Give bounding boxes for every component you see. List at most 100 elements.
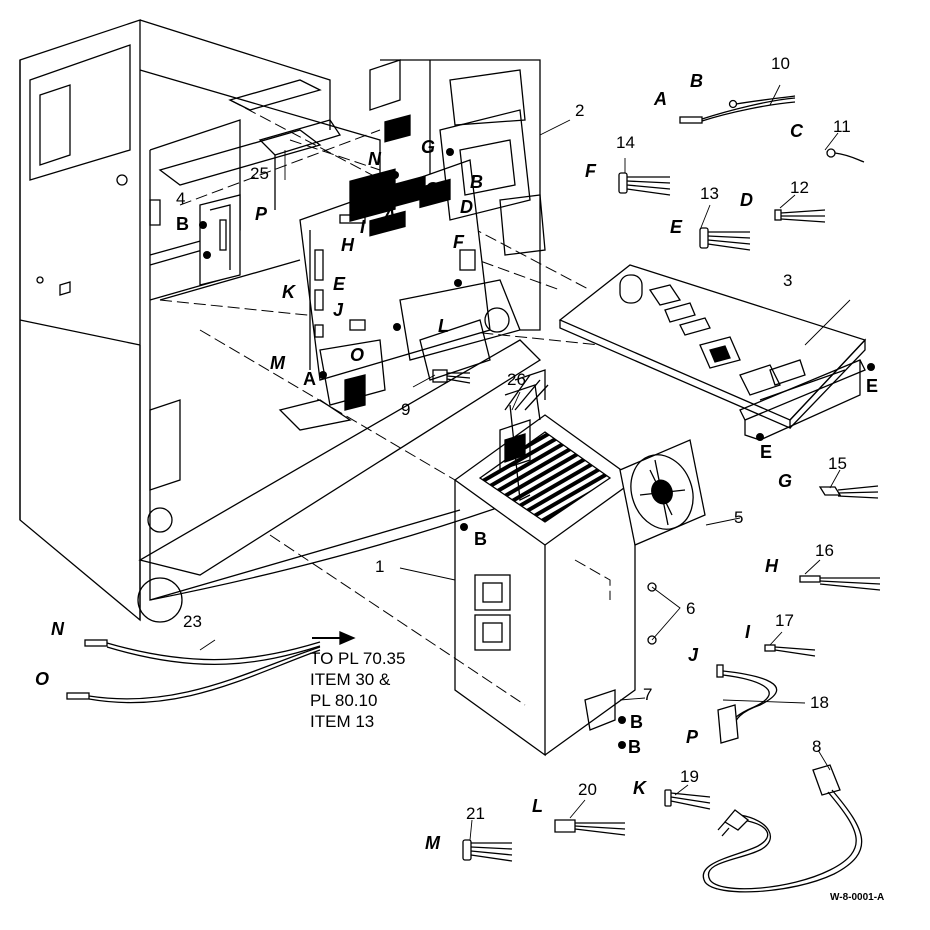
leader-lines [199, 84, 851, 841]
part-number-1: 1 [375, 557, 385, 576]
part-number-20: 20 [578, 780, 597, 799]
pwb-3 [558, 264, 867, 441]
part-number-5: 5 [734, 508, 744, 527]
harness-23 [66, 639, 321, 704]
location-letter-a-board: A [303, 369, 316, 389]
connector-letter-n-harness: N [51, 619, 64, 639]
harness-13 [699, 227, 751, 251]
part-number-23: 23 [183, 612, 202, 631]
connector-letter-i-harness: I [745, 622, 751, 642]
part-number-8: 8 [812, 737, 822, 756]
connector-letter-j-board: J [333, 300, 344, 320]
pwb-assembly [299, 59, 546, 411]
connector-letter-c-harness: C [790, 121, 803, 141]
connector-letter-k-harness: K [633, 778, 646, 798]
harness-17 [764, 644, 816, 657]
indicator-dots [199, 148, 875, 749]
connector-letter-p-harness: P [686, 727, 699, 747]
part-number-16: 16 [815, 541, 834, 560]
connector-letter-m-board: M [270, 353, 285, 373]
part-number-14: 14 [616, 133, 635, 152]
part-number-15: 15 [828, 454, 847, 473]
part-number-12: 12 [790, 178, 809, 197]
part-number-21: 21 [466, 804, 485, 823]
connector-letter-f-board: F [453, 232, 464, 252]
connector-letter-o-harness: O [35, 669, 50, 689]
part-number-4: 4 [176, 189, 186, 208]
harness-20 [554, 819, 626, 836]
connector-letter-g-board: G [421, 137, 436, 157]
connector-letter-d-board: D [460, 197, 473, 217]
harness-14 [618, 172, 671, 196]
connector-letter-g-harness: G [778, 471, 793, 491]
bracket-4 [199, 194, 241, 286]
location-letter-b-bracket-7a: B [630, 712, 643, 732]
connector-letter-l-board: L [438, 316, 449, 336]
power-cord-8 [702, 764, 863, 893]
connector-letter-h-board: H [341, 235, 354, 255]
connector-letter-b-harness: B [690, 71, 703, 91]
connector-letter-o-board: O [350, 345, 365, 365]
machine-frame [19, 19, 542, 623]
harness-10 [679, 95, 796, 124]
power-supply-1 [453, 369, 637, 757]
connector-letter-e-board: E [333, 274, 346, 294]
routing-note: TO PL 70.35 ITEM 30 & PL 80.10 ITEM 13 [310, 648, 405, 732]
harness-15 [818, 485, 879, 499]
bracket-7 [584, 689, 616, 731]
connector-letter-n-board: N [368, 149, 381, 169]
routing-note-line-4: ITEM 13 [310, 712, 375, 731]
connector-letter-p-board: P [255, 204, 268, 224]
part-number-25: 25 [250, 164, 269, 183]
part-number-18: 18 [810, 693, 829, 712]
arrow-head [339, 631, 356, 645]
connector-letter-j-harness: J [688, 645, 699, 665]
screw-6b [647, 635, 657, 645]
part-number-3: 3 [783, 271, 793, 290]
part-number-9: 9 [401, 400, 411, 419]
location-letter-b-supply: B [474, 529, 487, 549]
connector-letter-e-harness: E [670, 217, 683, 237]
connector-letter-m-harness: M [425, 833, 440, 853]
part-number-7: 7 [643, 685, 653, 704]
connector-letter-b-board: B [470, 172, 483, 192]
harness-12 [774, 209, 826, 223]
bracket-25 [258, 119, 342, 156]
harness-16 [799, 575, 881, 591]
routing-note-line-3: PL 80.10 [310, 691, 378, 710]
part-number-26: 26 [507, 370, 526, 389]
location-letter-e-lower: E [760, 442, 773, 462]
connector-letter-l-harness: L [532, 796, 543, 816]
connector-letter-k-board: K [282, 282, 295, 302]
harness-18 [716, 664, 778, 744]
routing-note-line-1: TO PL 70.35 [310, 649, 406, 668]
part-number-13: 13 [700, 184, 719, 203]
location-letter-b-bracket: B [176, 214, 189, 234]
connector-letter-a-board: A [383, 205, 396, 225]
routing-note-line-2: ITEM 30 & [310, 670, 391, 689]
part-number-10: 10 [771, 54, 790, 73]
connector-letter-h-harness: H [765, 556, 778, 576]
location-letter-e-right: E [866, 376, 879, 396]
connector-letter-i-board: I [360, 217, 366, 237]
connector-letter-c-board: C [425, 179, 438, 199]
connector-letter-f-harness: F [585, 161, 596, 181]
cable-26 [504, 374, 549, 411]
part-number-11: 11 [833, 117, 851, 136]
part-number-19: 19 [680, 767, 699, 786]
fan-5 [619, 439, 706, 546]
harness-11 [826, 148, 865, 163]
harness-9 [432, 369, 471, 384]
harness-19 [664, 789, 711, 810]
part-number-6: 6 [686, 599, 696, 618]
location-letter-b-bracket-7b: B [628, 737, 641, 757]
screw-6a [647, 582, 657, 592]
harness-21 [462, 839, 513, 862]
connector-letter-a-harness: A [654, 89, 667, 109]
part-number-2: 2 [575, 101, 585, 120]
figure-code: W-8-0001-A [830, 892, 885, 903]
part-number-17: 17 [775, 611, 794, 630]
connector-letter-d-harness: D [740, 190, 753, 210]
